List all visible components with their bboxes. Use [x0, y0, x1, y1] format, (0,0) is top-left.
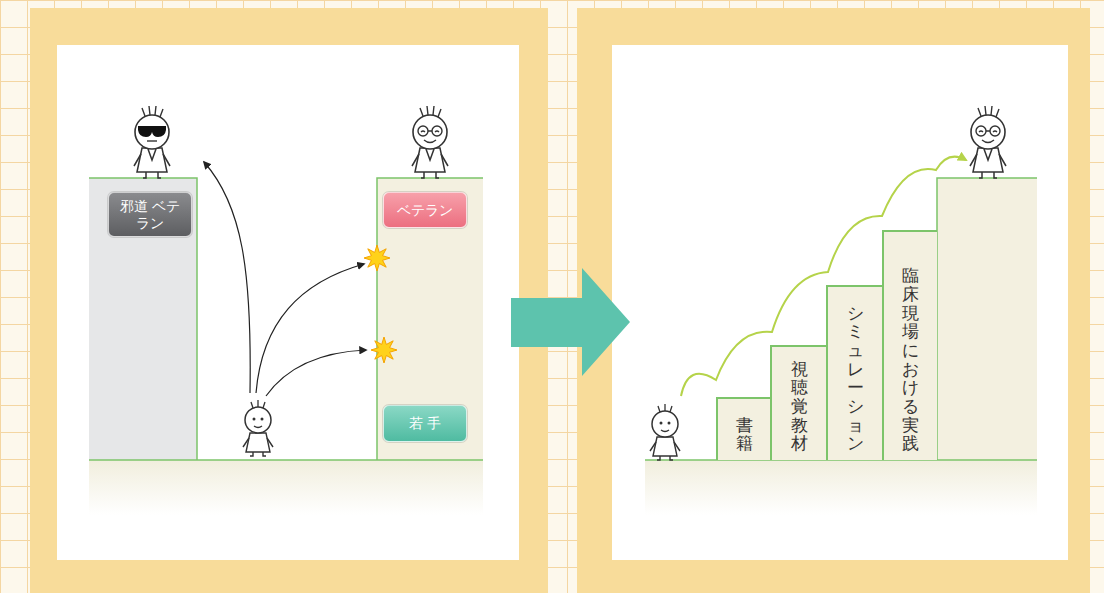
panel-frame [30, 8, 548, 593]
stair-step: シミュレーション [826, 285, 882, 460]
role-text: ベテラン [397, 202, 453, 218]
role-label: ベテラン [383, 192, 467, 228]
transition-arrow [511, 268, 630, 376]
novice-figure [243, 400, 273, 456]
column [377, 178, 483, 460]
step-label: 臨床現場における実践 [902, 266, 919, 453]
veteran-figure [412, 106, 448, 178]
role-text: 邪道 ベテラン [114, 198, 186, 230]
rogue-veteran-figure [134, 106, 170, 178]
top-platform [937, 178, 1037, 460]
step-label: 視聴覚教材 [791, 360, 808, 453]
column-outline [89, 178, 197, 460]
impact-burst [364, 245, 390, 271]
path-arrow [266, 350, 366, 396]
path-arrow [256, 264, 364, 393]
stair-step: 書籍 [716, 397, 770, 460]
panel-ground [612, 45, 1068, 560]
novice-figure [650, 404, 680, 460]
column-outline [377, 178, 483, 460]
panel-ground [57, 45, 519, 560]
ground-line [89, 459, 483, 461]
column [89, 178, 197, 460]
role-label: 若 手 [383, 405, 467, 442]
ground-shade [89, 460, 483, 515]
path-arrow [204, 162, 250, 393]
stair-step: 臨床現場における実践 [882, 230, 937, 460]
role-text: 若 手 [409, 415, 441, 431]
step-label: シミュレーション [847, 304, 864, 454]
role-label: 邪道 ベテラン [108, 192, 192, 237]
veteran-figure [970, 106, 1006, 178]
impact-burst [371, 337, 397, 363]
step-label: 書籍 [736, 416, 753, 453]
ground-shade [645, 460, 1037, 515]
panel-frame [577, 8, 1090, 593]
platform-outline [937, 178, 1037, 460]
stair-step: 視聴覚教材 [770, 345, 826, 460]
